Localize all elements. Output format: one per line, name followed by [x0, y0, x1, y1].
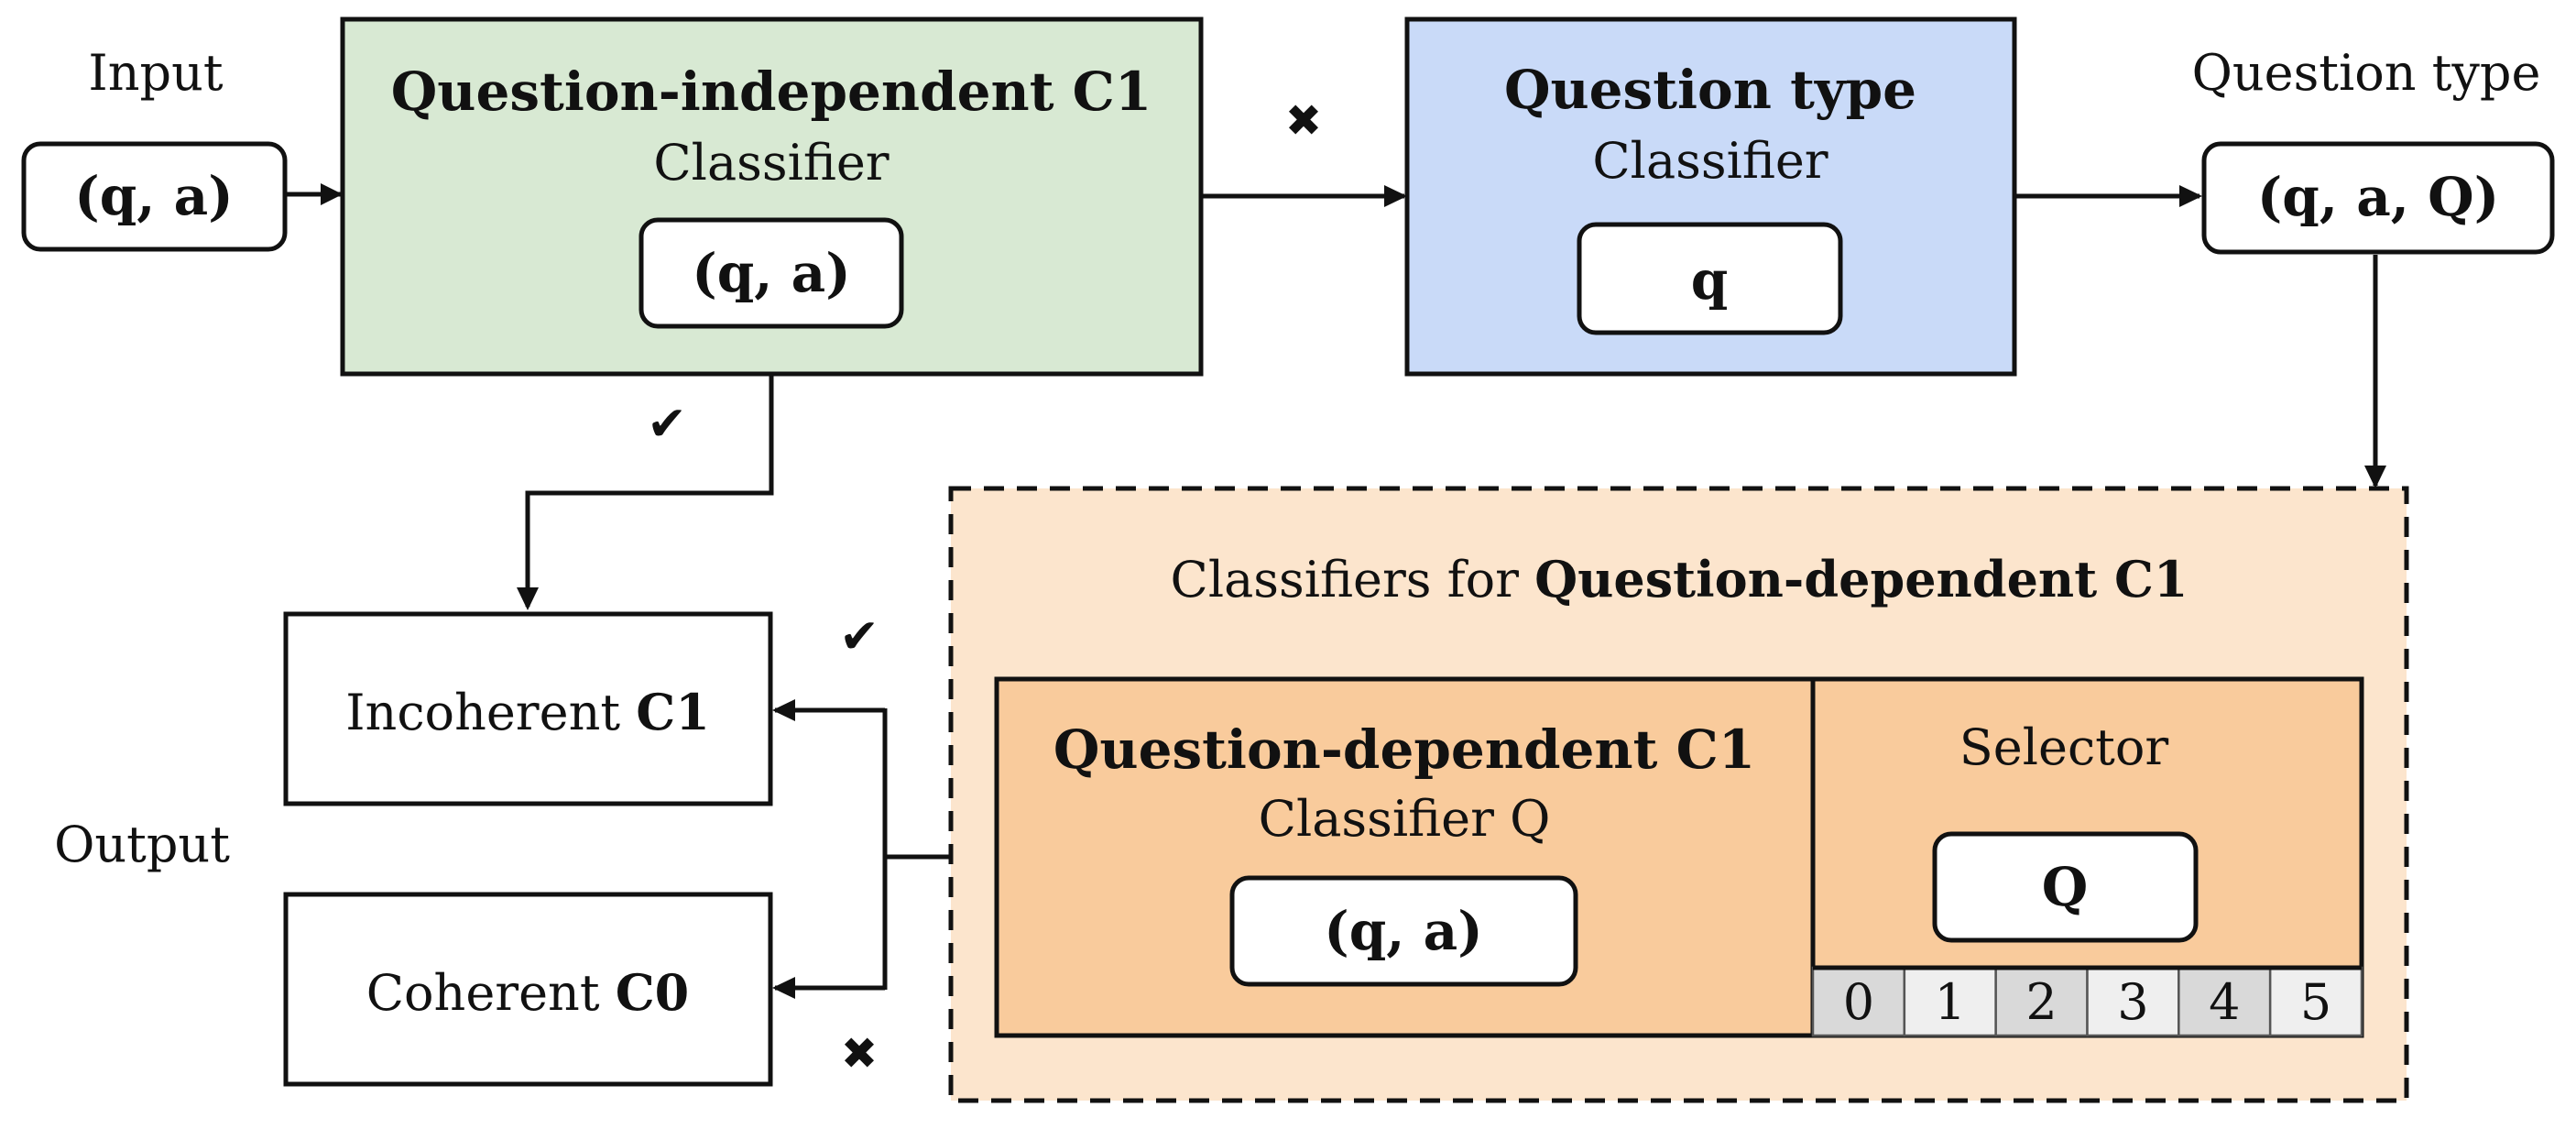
- incoherent-label: Incoherent C1: [345, 683, 710, 741]
- dependent-group-caption-bold: Question-dependent C1: [1534, 550, 2188, 608]
- arrowhead-icon: [517, 587, 539, 610]
- cross-icon: ✖: [841, 1028, 878, 1080]
- selector-cell-label: 0: [1843, 973, 1874, 1031]
- selector-cell: [1994, 966, 2089, 1037]
- question-type-pill-text: q: [1691, 249, 1729, 312]
- incoherent-bold: C1: [636, 683, 710, 741]
- arrowhead-icon: [321, 183, 343, 205]
- arrowhead-icon: [772, 699, 795, 721]
- dependent-pill-text: (q, a): [1324, 900, 1482, 962]
- selector-pill-text: Q: [2042, 856, 2089, 918]
- independent-title: Question-independent C1: [391, 60, 1152, 123]
- independent-pill-text: (q, a): [692, 242, 850, 304]
- coherent-output: Coherent C0: [283, 892, 773, 1087]
- selector-title: Selector: [1959, 718, 2169, 776]
- selector-cell-label: 1: [1935, 973, 1966, 1031]
- dependent-title: Question-dependent C1: [1053, 718, 1755, 781]
- output-label: Output: [54, 816, 230, 873]
- question-type-output-node: (q, a, Q): [2201, 141, 2555, 255]
- selector-cell-label: 5: [2300, 973, 2331, 1031]
- question-type-label: Question type: [2192, 44, 2541, 102]
- cross-icon: ✖: [1285, 95, 1322, 147]
- selector-cell: [2268, 966, 2363, 1037]
- selector: Selector Q 0 1 2 3 4 5: [1810, 676, 2364, 1038]
- input-label: Input: [88, 44, 223, 102]
- arrowhead-icon: [772, 977, 795, 999]
- dependent-subtitle: Classifier Q: [1259, 790, 1551, 848]
- selector-cells: 0 1 2 3 4 5: [1811, 966, 2363, 1037]
- question-type-subtitle: Classifier: [1592, 132, 1828, 190]
- question-independent-classifier: Question-independent C1 Classifier (q, a…: [340, 16, 1204, 377]
- incoherent-output: Incoherent C1: [283, 611, 773, 806]
- question-type-output-pill-text: (q, a, Q): [2257, 166, 2499, 228]
- selector-cell-label: 4: [2209, 973, 2240, 1031]
- dependent-group-caption-prefix: Classifiers for: [1171, 551, 1535, 608]
- dependent-group-caption: Classifiers for Question-dependent C1: [1171, 550, 2189, 608]
- check-icon: ✔: [647, 397, 687, 452]
- check-icon: ✔: [839, 609, 879, 664]
- selector-cell: [1811, 966, 1906, 1037]
- coherent-bold: C0: [616, 963, 690, 1022]
- question-type-classifier: Question type Classifier q: [1404, 16, 2017, 377]
- arrowhead-icon: [2179, 185, 2202, 207]
- selector-cell: [2178, 966, 2272, 1037]
- question-dependent-classifier: Question-dependent C1 Classifier Q (q, a…: [994, 676, 1816, 1038]
- arrowhead-icon: [1384, 185, 1407, 207]
- coherent-prefix: Coherent: [366, 964, 616, 1022]
- question-dependent-group: Classifiers for Question-dependent C1 Qu…: [948, 486, 2409, 1103]
- coherent-label: Coherent C0: [366, 963, 690, 1022]
- selector-cell: [2086, 966, 2180, 1037]
- input-node: (q, a): [21, 141, 288, 252]
- question-type-title: Question type: [1504, 59, 1916, 121]
- input-pill-text: (q, a): [74, 165, 233, 227]
- incoherent-prefix: Incoherent: [345, 684, 636, 741]
- selector-cell-label: 2: [2025, 973, 2057, 1031]
- arrow-independent-to-incoherent: [525, 374, 774, 607]
- arrowhead-icon: [2364, 466, 2386, 488]
- independent-subtitle: Classifier: [653, 134, 889, 192]
- selector-cell-label: 3: [2117, 973, 2148, 1031]
